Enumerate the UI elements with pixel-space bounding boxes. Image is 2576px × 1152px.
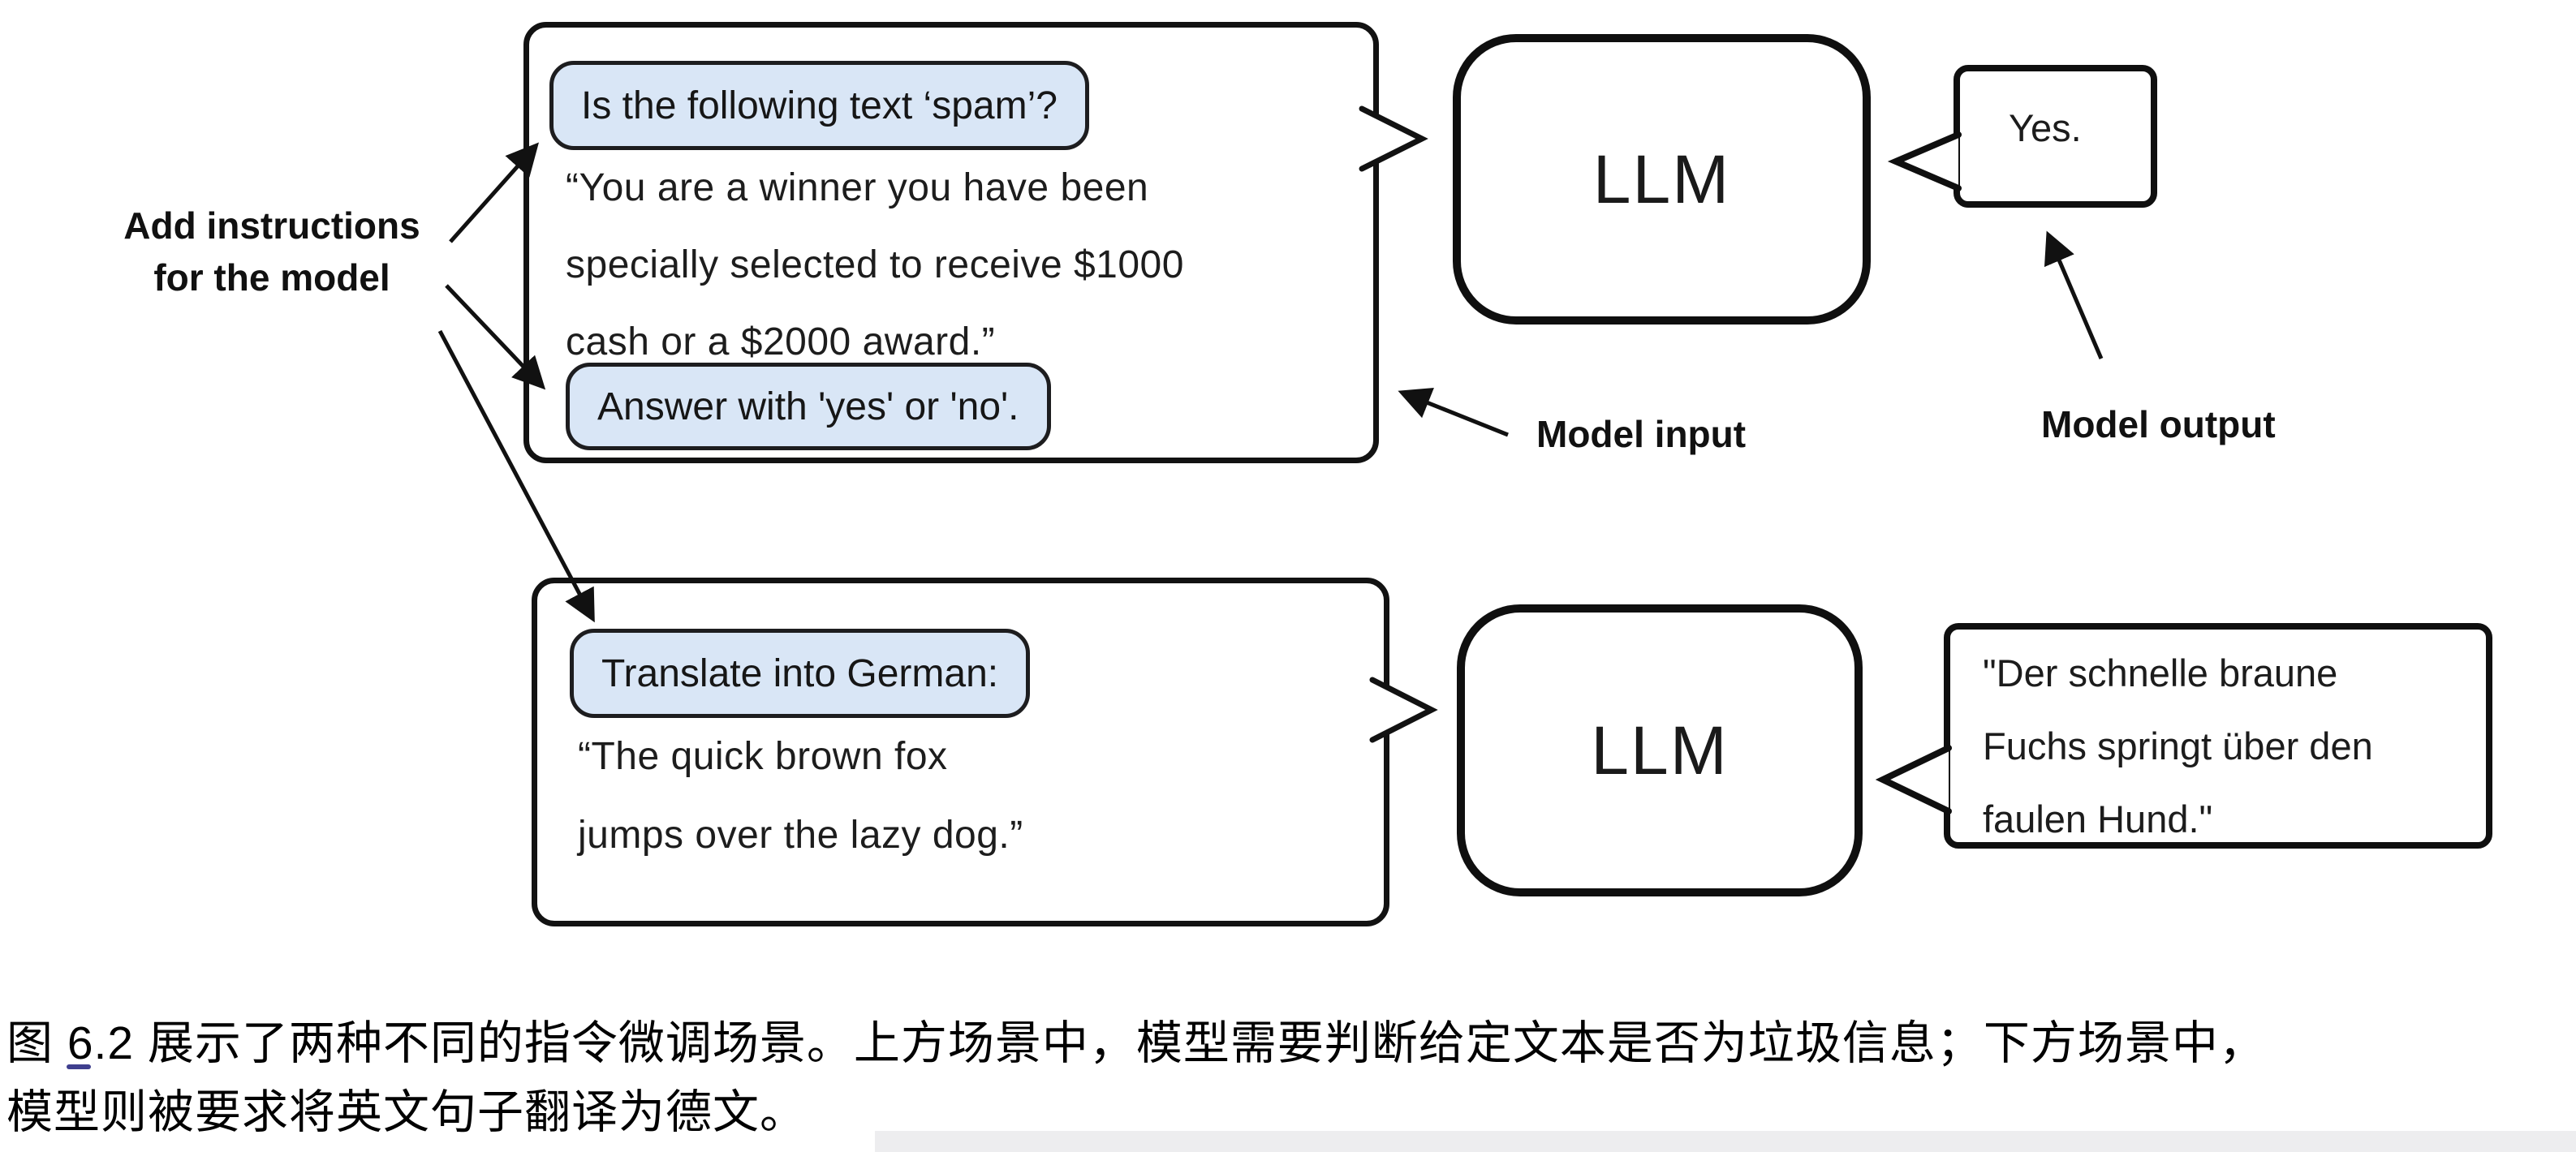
bottom-gray-band [875, 1131, 2576, 1152]
add-instructions-line2: for the model [153, 256, 390, 299]
german-output-line-2: Fuchs springt über den [1983, 724, 2373, 767]
model-input-arrow [1398, 388, 1509, 437]
german-output-line-3: faulen Hund." [1983, 797, 2213, 840]
instruction-pill-translate: Translate into German: [570, 629, 1031, 718]
llm-box-top: LLM [1453, 34, 1871, 325]
german-output-line-1: "Der schnelle braune [1983, 651, 2338, 694]
spam-text-line-2: specially selected to receive $1000 [566, 243, 1184, 286]
model-output-bubble-bottom: "Der schnelle braune Fuchs springt über … [1944, 623, 2492, 849]
spam-text-line-1: “You are a winner you have been [566, 166, 1149, 209]
llm-label-top: LLM [1592, 140, 1731, 217]
spam-text-line-3: cash or a $2000 award.” [566, 320, 996, 363]
add-instructions-label: Add instructions for the model [89, 200, 454, 303]
llm-label-bottom: LLM [1591, 711, 1729, 789]
caption-underscore-artifact [67, 1064, 91, 1069]
top-model-input-box: Is the following text ‘spam’? “You are a… [523, 22, 1379, 463]
caption-line-2: 模型则被要求将英文句子翻译为德文。 [6, 1086, 807, 1138]
translate-text-line-2: jumps over the lazy dog.” [578, 814, 1023, 857]
instruction-pill-spam: Is the following text ‘spam’? [549, 61, 1089, 150]
model-output-bubble-top: Yes. [1954, 65, 2157, 208]
yes-output-text: Yes. [2009, 106, 2082, 149]
yes-bubble-tail [1887, 131, 1962, 191]
caption-line-1: 图 6.2 展示了两种不同的指令微调场景。上方场景中，模型需要判断给定文本是否为… [6, 1017, 2266, 1069]
llm-box-bottom: LLM [1457, 604, 1863, 896]
bottom-model-input-box: Translate into German: “The quick brown … [532, 578, 1389, 926]
model-output-label: Model output [2041, 403, 2276, 445]
add-instructions-line1: Add instructions [123, 204, 420, 247]
german-bubble-tail [1875, 745, 1952, 815]
model-output-arrow [2044, 230, 2104, 359]
instruction-pill-answer: Answer with 'yes' or 'no'. [566, 363, 1051, 450]
model-input-label: Model input [1536, 413, 1747, 455]
translate-text-line-1: “The quick brown fox [578, 735, 948, 778]
